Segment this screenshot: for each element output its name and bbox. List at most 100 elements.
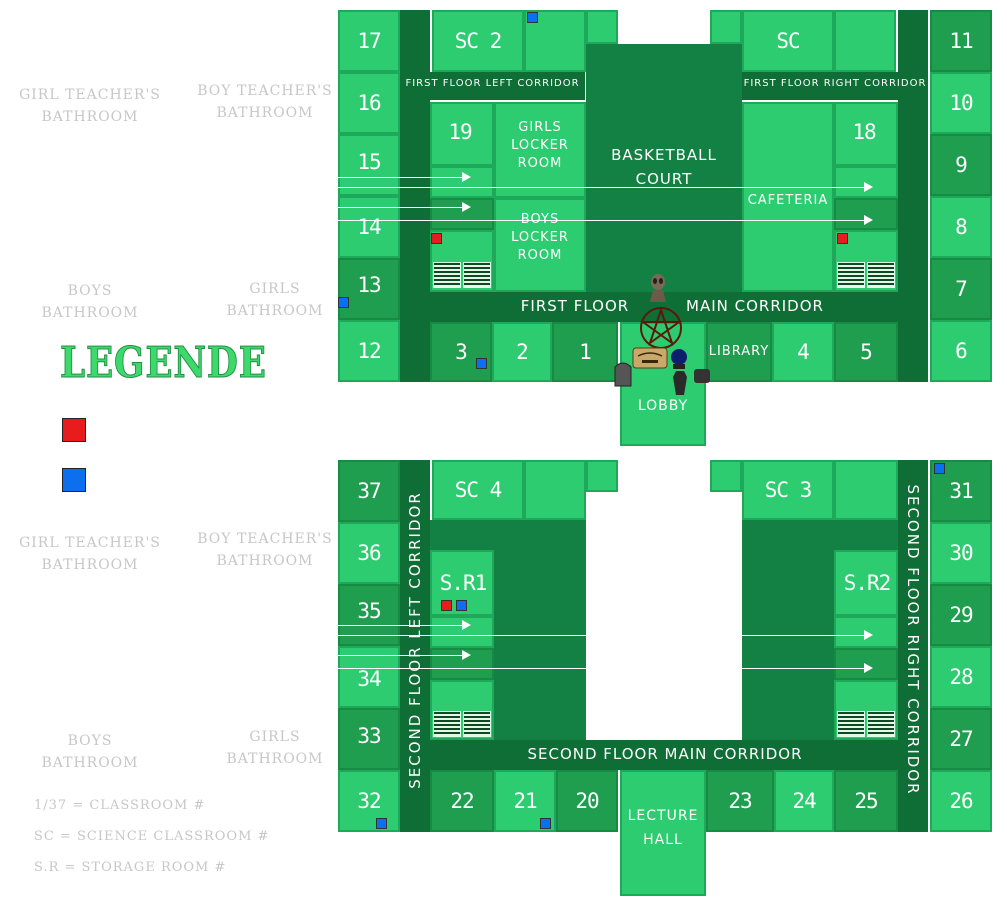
- room-sc3[interactable]: SC 3: [742, 460, 834, 520]
- room-sc2[interactable]: SC 2: [432, 10, 524, 72]
- first-floor-left-corridor: [400, 10, 430, 382]
- stairs-left-2f-b[interactable]: [463, 711, 491, 737]
- arrow-line-2f-c: [338, 655, 462, 656]
- room-15[interactable]: 15: [338, 134, 400, 196]
- room-32[interactable]: 32: [338, 770, 400, 832]
- arrow-line-1f-d: [338, 220, 866, 221]
- room-26[interactable]: 26: [930, 770, 992, 832]
- stairs-left-1f-a[interactable]: [433, 262, 461, 288]
- bathroom-right-2f-b[interactable]: [834, 648, 898, 680]
- room-sc4-annex-small[interactable]: [586, 460, 618, 492]
- room-30[interactable]: 30: [930, 522, 992, 584]
- basketball-court-label-2: COURT: [635, 170, 693, 188]
- boys-locker-room[interactable]: [494, 198, 586, 292]
- room-14[interactable]: 14: [338, 196, 400, 258]
- first-floor-main-corridor-label-a: FIRST FLOOR: [520, 297, 630, 315]
- room-8[interactable]: 8: [930, 196, 992, 258]
- basketball-court[interactable]: [586, 44, 742, 292]
- room-5[interactable]: 5: [834, 322, 898, 382]
- marker-red-2f-sr1[interactable]: [441, 600, 452, 611]
- girls-locker-label-3: ROOM: [517, 156, 563, 171]
- room-16[interactable]: 16: [338, 72, 400, 134]
- marker-blue-2f-sr1[interactable]: [456, 600, 467, 611]
- tombstone-icon: [614, 362, 632, 387]
- room-1[interactable]: 1: [552, 322, 618, 382]
- stairs-left-1f-b[interactable]: [463, 262, 491, 288]
- room-34[interactable]: 34: [338, 646, 400, 708]
- room-36[interactable]: 36: [338, 522, 400, 584]
- marker-blue-1f-room3[interactable]: [476, 358, 487, 369]
- girls-locker-room[interactable]: [494, 102, 586, 198]
- room-9[interactable]: 9: [930, 134, 992, 196]
- room-20[interactable]: 20: [556, 770, 618, 832]
- room-6[interactable]: 6: [930, 320, 992, 382]
- room-33[interactable]: 33: [338, 708, 400, 770]
- room-22[interactable]: 22: [430, 770, 494, 832]
- room-sc4[interactable]: SC 4: [432, 460, 524, 520]
- room-3[interactable]: 3: [430, 322, 492, 382]
- stairs-right-2f-b[interactable]: [867, 711, 895, 737]
- room-sc3-annex[interactable]: [834, 460, 898, 520]
- room-12[interactable]: 12: [338, 320, 400, 382]
- room-17[interactable]: 17: [338, 10, 400, 72]
- lecture-hall[interactable]: [620, 770, 706, 896]
- marker-red-1f-left[interactable]: [431, 233, 442, 244]
- arrow-line-1f-c: [338, 207, 462, 208]
- room-19[interactable]: 19: [430, 102, 494, 166]
- room-sc2-annex[interactable]: [524, 10, 586, 72]
- coffin-icon: [673, 371, 687, 395]
- room-sc4-annex[interactable]: [524, 460, 586, 520]
- room-24[interactable]: 24: [774, 770, 834, 832]
- atrium-void: [586, 460, 742, 740]
- lobby[interactable]: [620, 322, 706, 446]
- room-sc[interactable]: SC: [742, 10, 834, 72]
- bathroom-girl-teacher-1f[interactable]: [430, 166, 494, 198]
- marker-blue-2f-room32[interactable]: [376, 818, 387, 829]
- marker-blue-1f-top[interactable]: [527, 12, 538, 23]
- room-11[interactable]: 11: [930, 10, 992, 72]
- room-2[interactable]: 2: [492, 322, 552, 382]
- room-37[interactable]: 37: [338, 460, 400, 522]
- room-sc3-annex-small[interactable]: [710, 460, 742, 492]
- first-floor-right-corridor-label: FIRST FLOOR RIGHT CORRIDOR: [743, 78, 927, 89]
- marker-blue-2f-room31[interactable]: [934, 463, 945, 474]
- room-4[interactable]: 4: [772, 322, 834, 382]
- stairs-right-2f-a[interactable]: [837, 711, 865, 737]
- room-27[interactable]: 27: [930, 708, 992, 770]
- marker-blue-1f-room13[interactable]: [338, 297, 349, 308]
- room-10[interactable]: 10: [930, 72, 992, 134]
- room-13[interactable]: 13: [338, 258, 400, 320]
- alien-figure-icon: [650, 274, 666, 302]
- room-35[interactable]: 35: [338, 584, 400, 646]
- second-floor-main-corridor-label: SECOND FLOOR MAIN CORRIDOR: [527, 745, 803, 763]
- stairs-right-1f-b[interactable]: [867, 262, 895, 288]
- cafeteria[interactable]: [742, 102, 834, 292]
- room-sc-annex-small[interactable]: [710, 10, 742, 44]
- storage-room-2[interactable]: S.R2: [834, 550, 898, 616]
- first-floor-right-top-corridor: [742, 72, 928, 100]
- arrow-head-2f-b: [864, 630, 873, 640]
- room-18[interactable]: 18: [834, 102, 898, 166]
- room-23[interactable]: 23: [706, 770, 774, 832]
- room-7[interactable]: 7: [930, 258, 992, 320]
- room-25[interactable]: 25: [834, 770, 898, 832]
- stairs-left-2f-a[interactable]: [433, 711, 461, 737]
- marker-red-1f-right[interactable]: [837, 233, 848, 244]
- ouija-board-icon: [632, 347, 668, 369]
- stairs-right-1f-a[interactable]: [837, 262, 865, 288]
- room-28[interactable]: 28: [930, 646, 992, 708]
- arrow-line-2f-d: [338, 668, 866, 669]
- boys-locker-label-1: BOYS: [520, 212, 560, 227]
- key-science-classroom: SC = SCIENCE CLASSROOM #: [34, 829, 270, 844]
- room-29[interactable]: 29: [930, 584, 992, 646]
- room-sc-annex[interactable]: [834, 10, 896, 72]
- arrow-head-1f-b: [864, 182, 873, 192]
- marker-blue-2f-room21[interactable]: [540, 818, 551, 829]
- bathroom-right-1f-b[interactable]: [834, 198, 898, 230]
- room-sc2-annex-small[interactable]: [586, 10, 618, 44]
- library[interactable]: LIBRARY: [706, 322, 772, 382]
